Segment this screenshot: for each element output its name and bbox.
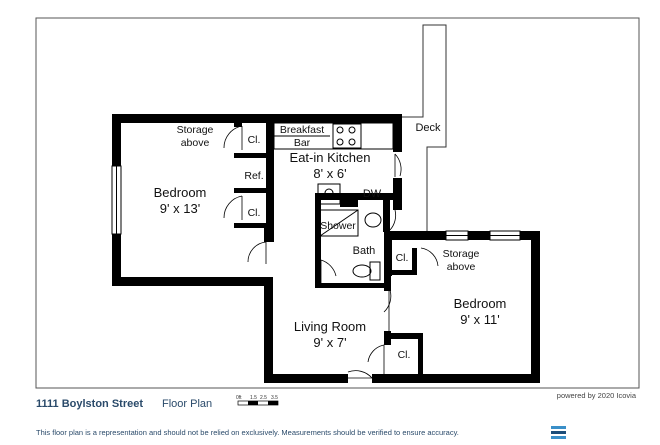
scale-tick: 0ft [236, 395, 242, 401]
bath-label: Bath [352, 245, 376, 257]
disclaimer-text: This floor plan is a representation and … [36, 428, 459, 437]
scale-tick: 2.5 [260, 395, 267, 401]
icovia-logo-icon [551, 426, 566, 439]
plan-frame [35, 17, 640, 389]
scale-bar [237, 400, 279, 406]
credit-text: powered by 2020 Icovia [556, 391, 636, 400]
bar-line: Breakfast [279, 124, 325, 136]
room-size: 9' x 7' [313, 335, 347, 351]
room-kitchen: Eat-in Kitchen 8' x 6' [280, 150, 380, 183]
dw-label: DW [362, 188, 382, 200]
shower-label: Shower [320, 220, 356, 232]
floor-plan-subtitle: Floor Plan [162, 398, 213, 410]
storage-line: Storage [442, 248, 480, 260]
walls [112, 114, 540, 383]
doors [223, 125, 439, 379]
room-living: Living Room 9' x 7' [282, 319, 378, 352]
room-size: 8' x 6' [313, 166, 347, 182]
scale-tick: 1.5 [250, 395, 257, 401]
address-title: 1111 Boylston Street [36, 398, 143, 410]
room-size: 9' x 13' [159, 201, 201, 217]
closet-label-3: Cl. [395, 252, 409, 264]
deck-outline [401, 24, 447, 238]
counters [273, 122, 394, 281]
storage-label-2: Storage above [436, 248, 486, 274]
room-size: 9' x 11' [460, 312, 500, 328]
storage-line: Storage [176, 124, 214, 136]
room-bedroom-2: Bedroom 9' x 11' [440, 296, 520, 329]
room-bedroom-1: Bedroom 9' x 13' [140, 185, 220, 218]
closet-label-4: Cl. [397, 349, 411, 361]
storage-line: above [446, 261, 476, 274]
scale-tick: 3.5 [271, 395, 278, 401]
deck-label: Deck [415, 122, 441, 134]
storage-label-1: Storage above [170, 124, 220, 150]
ref-label: Ref. [244, 170, 264, 182]
room-name: Eat-in Kitchen [289, 150, 371, 165]
room-name: Living Room [293, 319, 367, 334]
breakfast-bar-label: Breakfast Bar [276, 124, 328, 150]
room-name: Bedroom [153, 185, 207, 200]
closet-label-2: Cl. [247, 207, 261, 219]
bar-line: Bar [293, 137, 311, 150]
room-name: Bedroom [453, 296, 507, 311]
windows [111, 165, 521, 241]
storage-line: above [180, 137, 210, 150]
closet-label-1: Cl. [247, 134, 261, 146]
